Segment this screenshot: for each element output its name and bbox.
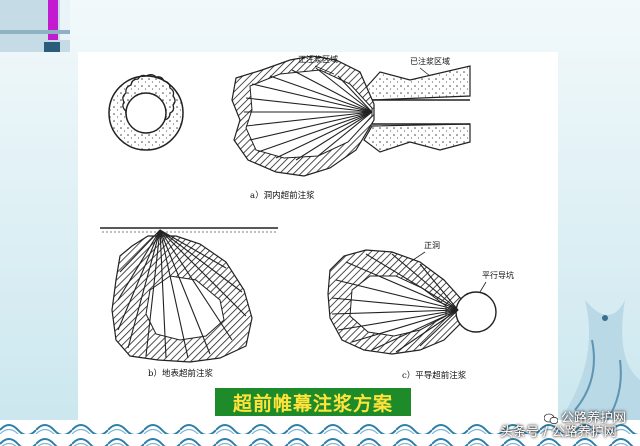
corner-decoration: [0, 0, 70, 52]
figure-a-in-tunnel-grouting: [231, 55, 471, 177]
figure-b-surface-grouting: [100, 227, 278, 363]
figure-c-pilot-grouting: [327, 249, 497, 355]
grout-ring-section: [108, 74, 184, 151]
label-parallel-pilot: 平行导坑: [482, 271, 514, 280]
caption-a: a）洞内超前注浆: [250, 191, 315, 201]
watermark-line2: 头条号 / 公路养护网: [500, 424, 617, 440]
label-injected-zone: 正注浆区域: [298, 55, 338, 64]
wave-border: [0, 420, 640, 446]
watermark-line1: 公路养护网: [561, 411, 627, 426]
caption-c: c）平导超前注浆: [402, 371, 467, 381]
watermark: 公路养护网 头条号 / 公路养护网: [500, 412, 626, 439]
label-main-tunnel: 正洞: [424, 241, 440, 250]
slide-title: 超前帷幕注浆方案: [215, 388, 411, 416]
wechat-icon: [544, 413, 558, 424]
label-grouted-zone: 已注浆区域: [410, 57, 450, 66]
caption-b: b）地表超前注浆: [148, 369, 213, 379]
dragon-decoration: [560, 300, 640, 446]
